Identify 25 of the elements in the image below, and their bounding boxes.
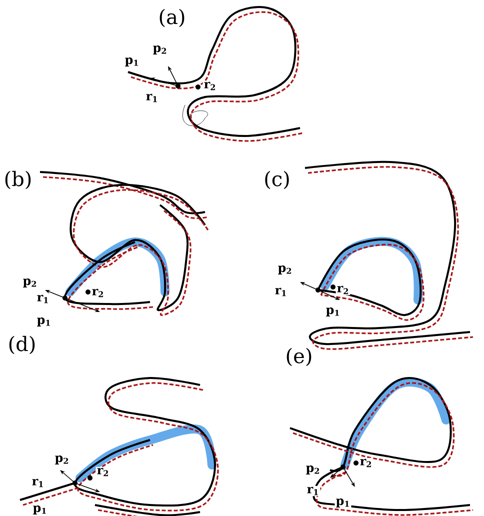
vector-label: p$_{2}$	[276, 264, 294, 276]
vector-label: r$_{2}$	[358, 458, 374, 468]
vector-label: p$_{2}$	[152, 44, 168, 56]
vector-label: p$_{1}$	[32, 504, 48, 516]
vector-label: r$_{1}$	[36, 294, 50, 304]
vector-label: p$_{1}$	[124, 56, 140, 68]
panel-label: (c)	[262, 170, 292, 190]
vector-label: r$_{1}$	[30, 478, 46, 488]
vector-label: p$_{1}$	[36, 316, 52, 328]
vector-label: p$_{1}$	[324, 306, 342, 318]
panel-label: (b)	[2, 170, 34, 190]
panel-label: (d)	[6, 334, 38, 356]
panel-label: (a)	[157, 8, 187, 28]
vector-label: r$_{2}$	[202, 80, 218, 92]
vector-label: p$_{2}$	[54, 454, 70, 466]
vector-label: r$_{2}$	[336, 284, 350, 296]
vector-label: r$_{2}$	[96, 466, 110, 478]
vector-label: r$_{2}$	[90, 288, 106, 298]
vector-label: p$_{2}$	[304, 464, 322, 476]
vector-label: r$_{1}$	[144, 92, 160, 104]
vector-label: p$_{2}$	[22, 278, 38, 288]
vector-label: p$_{1}$	[334, 498, 352, 508]
vector-label: r$_{1}$	[274, 286, 288, 298]
panel-label: (e)	[284, 346, 314, 368]
vector-label: r$_{1}$	[306, 486, 320, 496]
